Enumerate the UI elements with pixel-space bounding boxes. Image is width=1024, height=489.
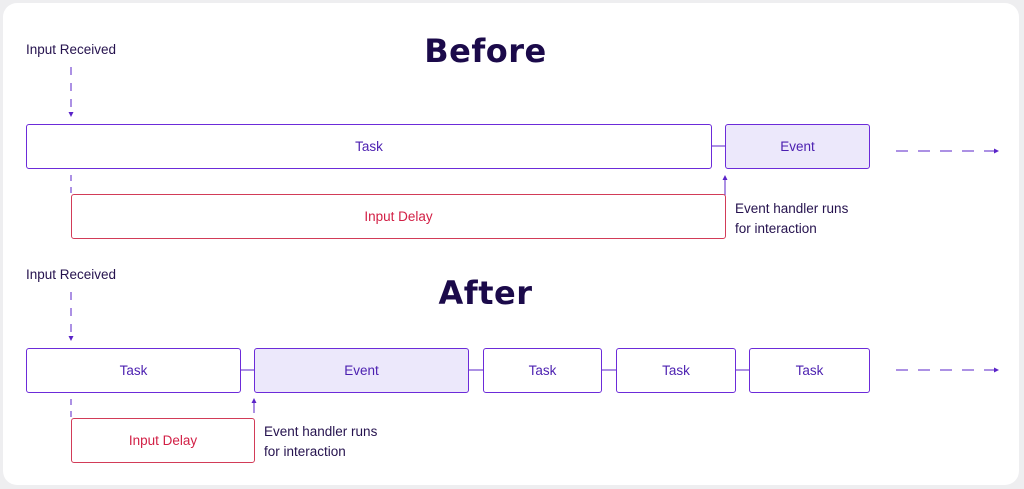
before-title: Before — [424, 32, 547, 70]
input-received-label: Input Received — [26, 267, 117, 282]
input-received-label: Input Received — [26, 42, 117, 57]
note-line-1: Event handler runs — [264, 424, 378, 439]
task-label: Task — [355, 139, 383, 154]
event-handler-note: Event handler runs for interaction — [735, 199, 848, 238]
after-task-box: Task — [483, 348, 602, 393]
after-task-box: Task — [616, 348, 736, 393]
input-delay-label: Input Delay — [128, 433, 198, 448]
diagram-card: Input Received Before Task Event Input D… — [3, 3, 1019, 485]
task-label: Task — [119, 363, 148, 378]
task-label: Task — [662, 363, 690, 378]
after-task-box: Task — [26, 348, 241, 393]
after-title: After — [438, 274, 533, 312]
note-line-2: for interaction — [264, 443, 346, 459]
after-task-box: Task — [749, 348, 870, 393]
before-event-box: Event — [725, 124, 870, 169]
note-line-2: for interaction — [735, 220, 817, 236]
event-label: Event — [344, 363, 379, 378]
after-input-delay-box: Input Delay — [71, 418, 255, 463]
event-label: Event — [780, 139, 815, 154]
before-task-box: Task — [26, 124, 712, 169]
before-input-delay-box: Input Delay — [71, 194, 726, 239]
event-handler-note: Event handler runs for interaction — [264, 422, 377, 461]
input-delay-label: Input Delay — [364, 209, 433, 224]
note-line-1: Event handler runs — [735, 201, 849, 216]
connector-layer — [68, 67, 999, 417]
task-label: Task — [528, 363, 557, 378]
task-label: Task — [795, 363, 824, 378]
after-event-box: Event — [254, 348, 469, 393]
